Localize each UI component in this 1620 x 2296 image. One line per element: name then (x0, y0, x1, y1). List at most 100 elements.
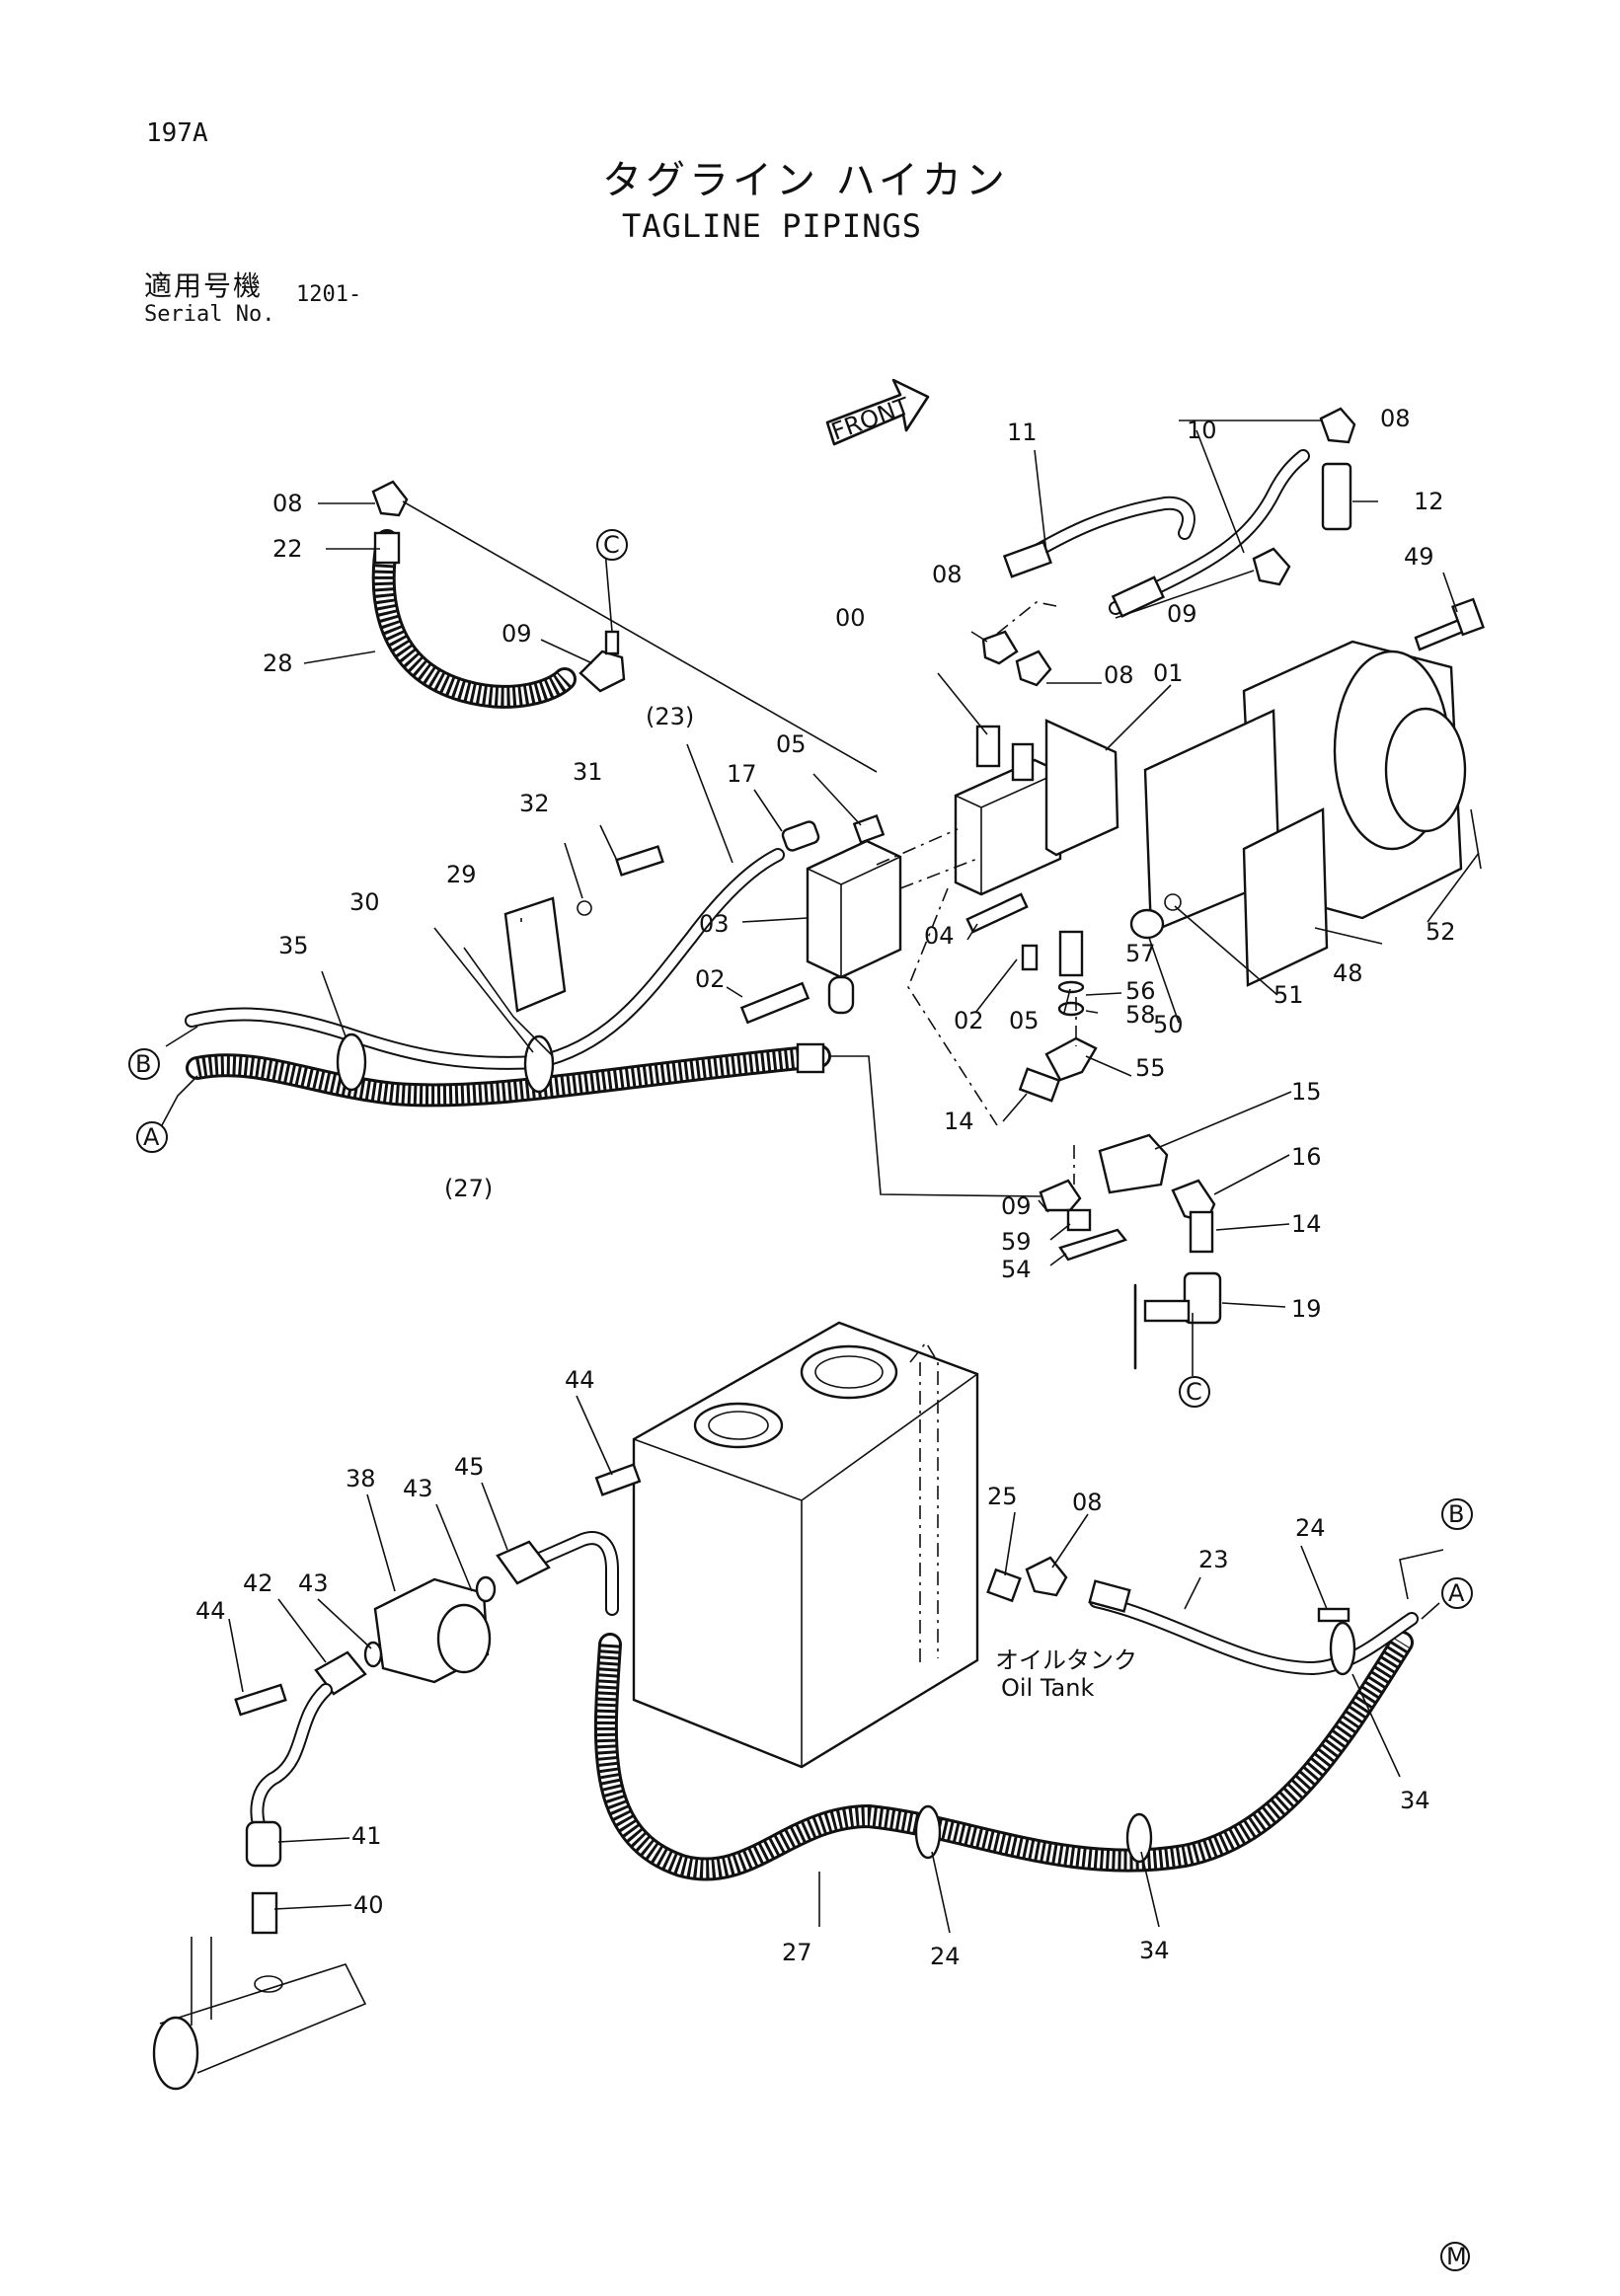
fitting-09 (1039, 1179, 1082, 1212)
callout-a: A (1448, 1579, 1465, 1607)
part-label-02: 02 (695, 965, 726, 993)
fitting-09 (579, 650, 626, 693)
suction-line (250, 1683, 333, 1831)
elbow-fitting-08 (1319, 407, 1356, 444)
part-label-14: 14 (1291, 1210, 1322, 1238)
part-label-09: 09 (501, 620, 532, 648)
fitting-09-stem (604, 630, 620, 655)
part-label-17: 17 (727, 760, 757, 788)
page-title: TAGLINE PIPINGS (622, 207, 922, 245)
part-label-50: 50 (1153, 1011, 1184, 1038)
part-label-45: 45 (454, 1453, 485, 1481)
nut-50 (1129, 908, 1165, 940)
hose-10 (1109, 449, 1310, 618)
adapter-12 (1321, 462, 1352, 531)
bolt-31 (615, 845, 664, 877)
elbow-fitting-08 (981, 630, 1019, 665)
plate-01 (1044, 719, 1119, 857)
part-label-09: 09 (1001, 1192, 1032, 1220)
part-label-32: 32 (519, 790, 550, 817)
part-label-08: 08 (1380, 405, 1411, 432)
part-label-23: 23 (1198, 1546, 1229, 1573)
part-label-43: 43 (403, 1475, 433, 1502)
bolt-49 (1414, 618, 1465, 651)
pipe-23-upper (530, 848, 785, 1069)
bracket-54 (1058, 1228, 1128, 1262)
part-label-54: 54 (1001, 1256, 1032, 1283)
bolt-44 (234, 1683, 287, 1717)
part-label-44: 44 (565, 1366, 595, 1394)
part-label-12: 12 (1414, 488, 1444, 515)
elbow-fitting-08 (371, 480, 409, 517)
part-label-14: 14 (944, 1108, 974, 1135)
footer-mark-label: M (1446, 2243, 1467, 2270)
part-label-15: 15 (1291, 1078, 1322, 1106)
part-label-04: 04 (924, 922, 955, 950)
ring-51 (1164, 893, 1182, 911)
part-label-29: 29 (446, 861, 477, 888)
part-label-16: 16 (1291, 1143, 1322, 1171)
part-label-24: 24 (930, 1943, 961, 1970)
part-label-35: 35 (278, 932, 309, 959)
suction-tube (152, 1937, 367, 2091)
front-arrow: FRONT (825, 378, 930, 446)
part-label-40: 40 (353, 1891, 384, 1919)
part-label-28: 28 (263, 650, 293, 677)
bolt-04 (965, 892, 1029, 934)
part-label-08: 08 (1104, 661, 1134, 689)
fitting-14 (1189, 1210, 1214, 1254)
part-label-31: 31 (573, 758, 603, 786)
part-label-52: 52 (1426, 918, 1456, 946)
part-label-34: 34 (1400, 1787, 1430, 1814)
part-label-00: 00 (835, 604, 866, 632)
clamp-30 (523, 1034, 555, 1094)
serial-label: Serial No. (144, 302, 275, 327)
pipe-23-lower (1088, 1579, 1419, 1676)
part-label-05: 05 (1009, 1007, 1040, 1034)
hose-27-lower (593, 1631, 1414, 1881)
hose-11 (1002, 496, 1196, 578)
bolt-57 (1058, 930, 1084, 977)
elbow-fitting-08 (1025, 1556, 1068, 1597)
spacer-59 (1066, 1208, 1092, 1232)
part-label-34: 34 (1139, 1937, 1170, 1964)
adapter-41 (245, 1820, 282, 1868)
part-label-11: 11 (1007, 419, 1038, 446)
part-label-19: 19 (1291, 1295, 1322, 1323)
washer-58 (1057, 1001, 1085, 1017)
bolt-02 (739, 981, 810, 1025)
part-label-38: 38 (346, 1465, 376, 1492)
part-label-10: 10 (1187, 417, 1217, 444)
fitting-09 (1252, 547, 1291, 586)
bolt-44 (594, 1463, 642, 1496)
pump-38 (373, 1577, 492, 1684)
footer-mark: M (1440, 2242, 1470, 2271)
part-label-51: 51 (1273, 981, 1304, 1009)
callout-markers: C C B A B A (128, 529, 1473, 1609)
winch-assembly (1143, 640, 1482, 987)
washer-32 (577, 900, 592, 916)
part-label-42: 42 (243, 1569, 273, 1597)
part-label-05: 05 (776, 730, 807, 758)
part-label-49: 49 (1404, 543, 1434, 571)
part-labels: 08 08 08 08 22 28 09 09 09 11 10 12 49 0… (195, 405, 1456, 1970)
elbow-fitting-08 (1015, 650, 1052, 687)
part-label-02: 02 (954, 1007, 984, 1034)
suction-pipe-45 (496, 1531, 619, 1616)
plug-05 (852, 813, 886, 845)
part-label-23: (23) (646, 703, 694, 730)
part-label-24: 24 (1295, 1514, 1326, 1542)
fitting-40 (251, 1891, 278, 1935)
clamp-34 (1125, 1812, 1153, 1864)
part-label-27: 27 (782, 1939, 812, 1966)
callout-b: B (135, 1050, 151, 1078)
clamp-34 (1329, 1621, 1356, 1676)
part-label-03: 03 (699, 910, 730, 938)
valve-block-00 (954, 725, 1062, 896)
hose-28 (371, 529, 577, 709)
part-label-48: 48 (1333, 959, 1363, 987)
oil-tank (632, 1321, 979, 1769)
tee-15 (1098, 1133, 1169, 1194)
block-03 (806, 839, 902, 1015)
